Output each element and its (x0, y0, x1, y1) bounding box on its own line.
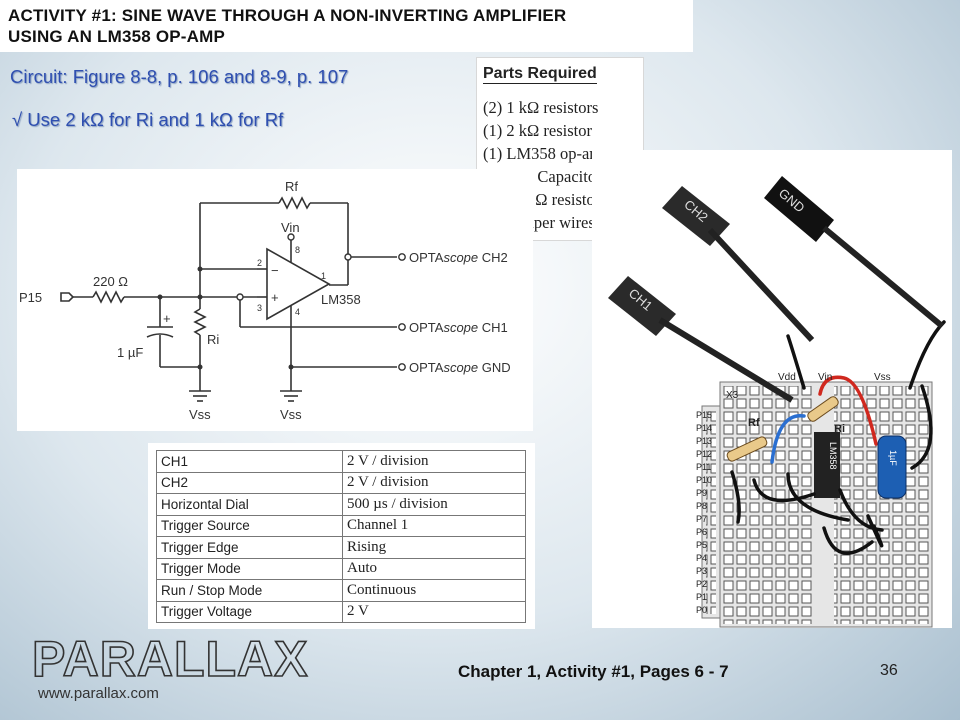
parts-heading: Parts Required (483, 65, 597, 84)
title-line-2: USING AN LM358 OP-AMP (8, 27, 226, 46)
pin-label: P1 (696, 592, 707, 602)
pin-label: P7 (696, 514, 707, 524)
title-line-1: ACTIVITY #1: SINE WAVE THROUGH A NON-INV… (8, 6, 567, 25)
resistor-rf-icon (726, 436, 768, 462)
pin-label: P15 (696, 410, 712, 420)
label-rf: Rf (285, 179, 298, 194)
label-capacitor: 1 µF (117, 345, 143, 360)
capacitor-icon (877, 435, 907, 499)
part-item: (1) 2 kΩ resistor (483, 121, 592, 140)
label-pin-8: 8 (295, 245, 300, 255)
resistor-ri-icon (807, 396, 839, 422)
lm358-chip-icon (814, 432, 840, 498)
resistor-rf-icon (278, 196, 311, 210)
pin-label: P5 (696, 540, 707, 550)
terminal-icon (398, 363, 406, 371)
label-vin: Vin (281, 220, 300, 235)
pin-label: P10 (696, 475, 712, 485)
label-vss-2: Vss (280, 407, 302, 422)
label-p15: P15 (19, 290, 42, 305)
logo-brand-text: PARALLAX (32, 631, 309, 687)
pin-label: P0 (696, 605, 707, 615)
schematic-drawing: Rf Vin 220 Ω P15 Ri 1 µF + 2 3 1 8 4 − +… (19, 179, 511, 422)
label-pin-3: 3 (257, 303, 262, 313)
parallax-logo-icon: PARALLAX www.parallax.com (31, 630, 309, 702)
label-ri: Ri (207, 332, 219, 347)
circuit-reference: Circuit: Figure 8-8, p. 106 and 8-9, p. … (10, 66, 349, 87)
part-item: (2) 1 kΩ resistors (483, 98, 599, 117)
label-scope-gnd: OPTAscope GND (409, 360, 511, 375)
probe-gnd-icon (764, 176, 834, 242)
pin-label: P8 (696, 501, 707, 511)
label-pin-1: 1 (321, 271, 326, 281)
pin-label: P9 (696, 488, 707, 498)
op-amp-plus: + (271, 290, 279, 305)
resistor-220-icon (92, 290, 125, 304)
pin-label: P14 (696, 423, 712, 433)
label-pin-2: 2 (257, 258, 262, 268)
label-vin: Vin (818, 372, 832, 383)
label-vdd: Vdd (778, 372, 796, 383)
logo-url: www.parallax.com (37, 685, 159, 702)
label-pin-4: 4 (295, 307, 300, 317)
part-item: (1) LM358 op-amp (483, 144, 611, 163)
page-number: 36 (880, 662, 898, 679)
probe-ch1-icon (608, 276, 676, 336)
pin-label: P6 (696, 527, 707, 537)
op-amp-minus: − (271, 263, 279, 278)
breadboard-illustration: CH2 GND CH1 X3 X2 Vdd Vin Vss Rf Ri LM35… (592, 150, 952, 641)
resistor-ri-icon (193, 308, 207, 336)
title-box: ACTIVITY #1: SINE WAVE THROUGH A NON-INV… (0, 0, 693, 52)
parallax-logo: PARALLAX www.parallax.com (30, 628, 360, 706)
op-amp-icon (266, 247, 331, 321)
circuit-schematic: Rf Vin 220 Ω P15 Ri 1 µF + 2 3 1 8 4 − +… (17, 169, 533, 431)
label-scope-ch2: OPTAscope CH2 (409, 250, 508, 265)
label-vss-1: Vss (189, 407, 211, 422)
chapter-reference: Chapter 1, Activity #1, Pages 6 - 7 (458, 662, 729, 681)
label-scope-ch1: OPTAscope CH1 (409, 320, 508, 335)
label-220-ohm: 220 Ω (93, 274, 128, 289)
label-lm358: LM358 (321, 292, 361, 307)
pin-label: P11 (696, 462, 711, 472)
label-cap: 1µF (888, 450, 898, 466)
resistor-note: √ Use 2 kΩ for Ri and 1 kΩ for Rf (12, 109, 284, 130)
label-x3: X3 (726, 390, 739, 401)
pin-label: P13 (696, 436, 712, 446)
terminal-icon (398, 323, 406, 331)
breadboard-drawing: CH2 GND CH1 X3 X2 Vdd Vin Vss Rf Ri LM35… (608, 176, 946, 641)
pin-label: P12 (696, 449, 712, 459)
label-cap-polarity: + (163, 311, 171, 326)
pin-label: P4 (696, 553, 707, 563)
label-chip: LM358 (828, 442, 838, 470)
pin-label: P3 (696, 566, 707, 576)
label-vss: Vss (874, 372, 891, 383)
label-ri: Ri (834, 423, 845, 435)
label-rf: Rf (748, 417, 760, 429)
p15-connector-icon (60, 292, 75, 302)
terminal-icon (398, 253, 406, 261)
pin-label: P2 (696, 579, 707, 589)
